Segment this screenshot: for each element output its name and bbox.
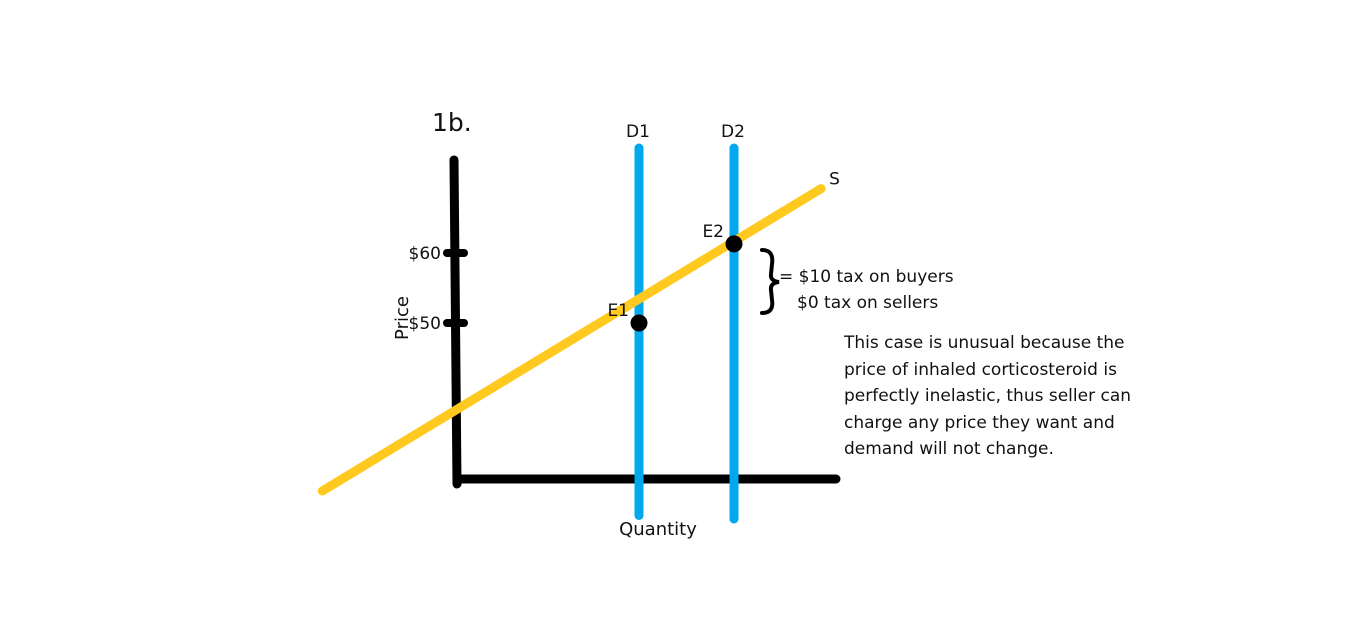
y-axis-label: Price [392, 296, 413, 340]
equilibrium-points: E1 E2 [607, 222, 743, 332]
point-label-e1: E1 [607, 301, 629, 321]
series-label-d1: D1 [626, 122, 650, 142]
tax-buyers-label: = $10 tax on buyers [779, 267, 954, 287]
point-e1 [630, 314, 648, 332]
y-tick-label: $60 [409, 244, 441, 264]
series-label-s: S [829, 170, 840, 190]
tax-sellers-label: $0 tax on sellers [797, 293, 938, 313]
x-axis-label: Quantity [619, 519, 697, 540]
point-e2 [725, 235, 743, 253]
tax-brace [760, 248, 780, 315]
explanation-note: This case is unusual because the price o… [844, 333, 1132, 459]
y-tick-label: $50 [409, 314, 441, 334]
series-label-d2: D2 [721, 122, 745, 142]
chart-title: 1b. [432, 108, 472, 137]
point-label-e2: E2 [702, 222, 724, 242]
